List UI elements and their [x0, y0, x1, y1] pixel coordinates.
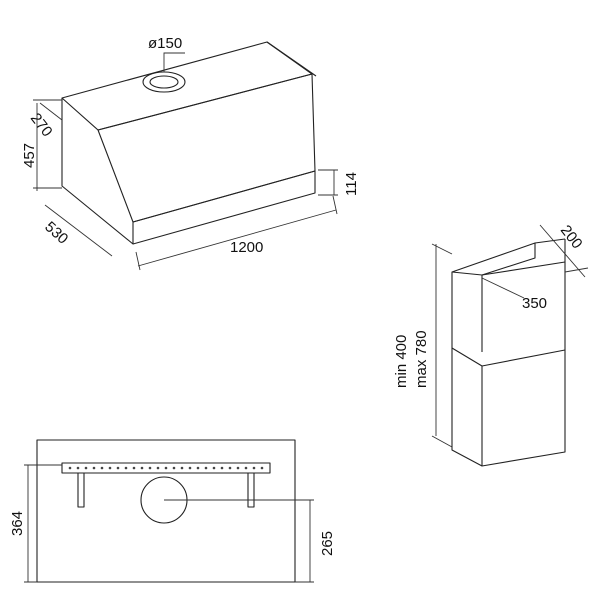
chimney-dimension-lines	[431, 224, 589, 448]
hood-height-label: 457	[21, 143, 38, 168]
hood-body	[61, 41, 317, 245]
duct-diameter-label: ø150	[148, 35, 182, 52]
hood-front-height-label: 114	[343, 172, 360, 196]
duct-center-height-label: 265	[319, 531, 336, 556]
mounting-rail-holes	[68, 466, 264, 470]
hood-width-label: 1200	[230, 239, 263, 256]
chimney-max-height-label: max 780	[413, 330, 430, 388]
chimney-width-label: 350	[522, 295, 547, 312]
hood-depth-label: 530	[41, 218, 71, 247]
chimney-min-height-label: min 400	[393, 335, 410, 388]
rear-height-label: 364	[9, 511, 26, 536]
chimney-depth-label: 200	[557, 222, 586, 252]
hood-depth-top-label: 270	[27, 110, 56, 140]
rear-dimension-lines	[24, 464, 314, 583]
duct-outlet	[142, 52, 186, 93]
hood-dimension-lines	[33, 99, 338, 271]
rear-panel	[36, 439, 296, 583]
chimney	[451, 238, 566, 467]
